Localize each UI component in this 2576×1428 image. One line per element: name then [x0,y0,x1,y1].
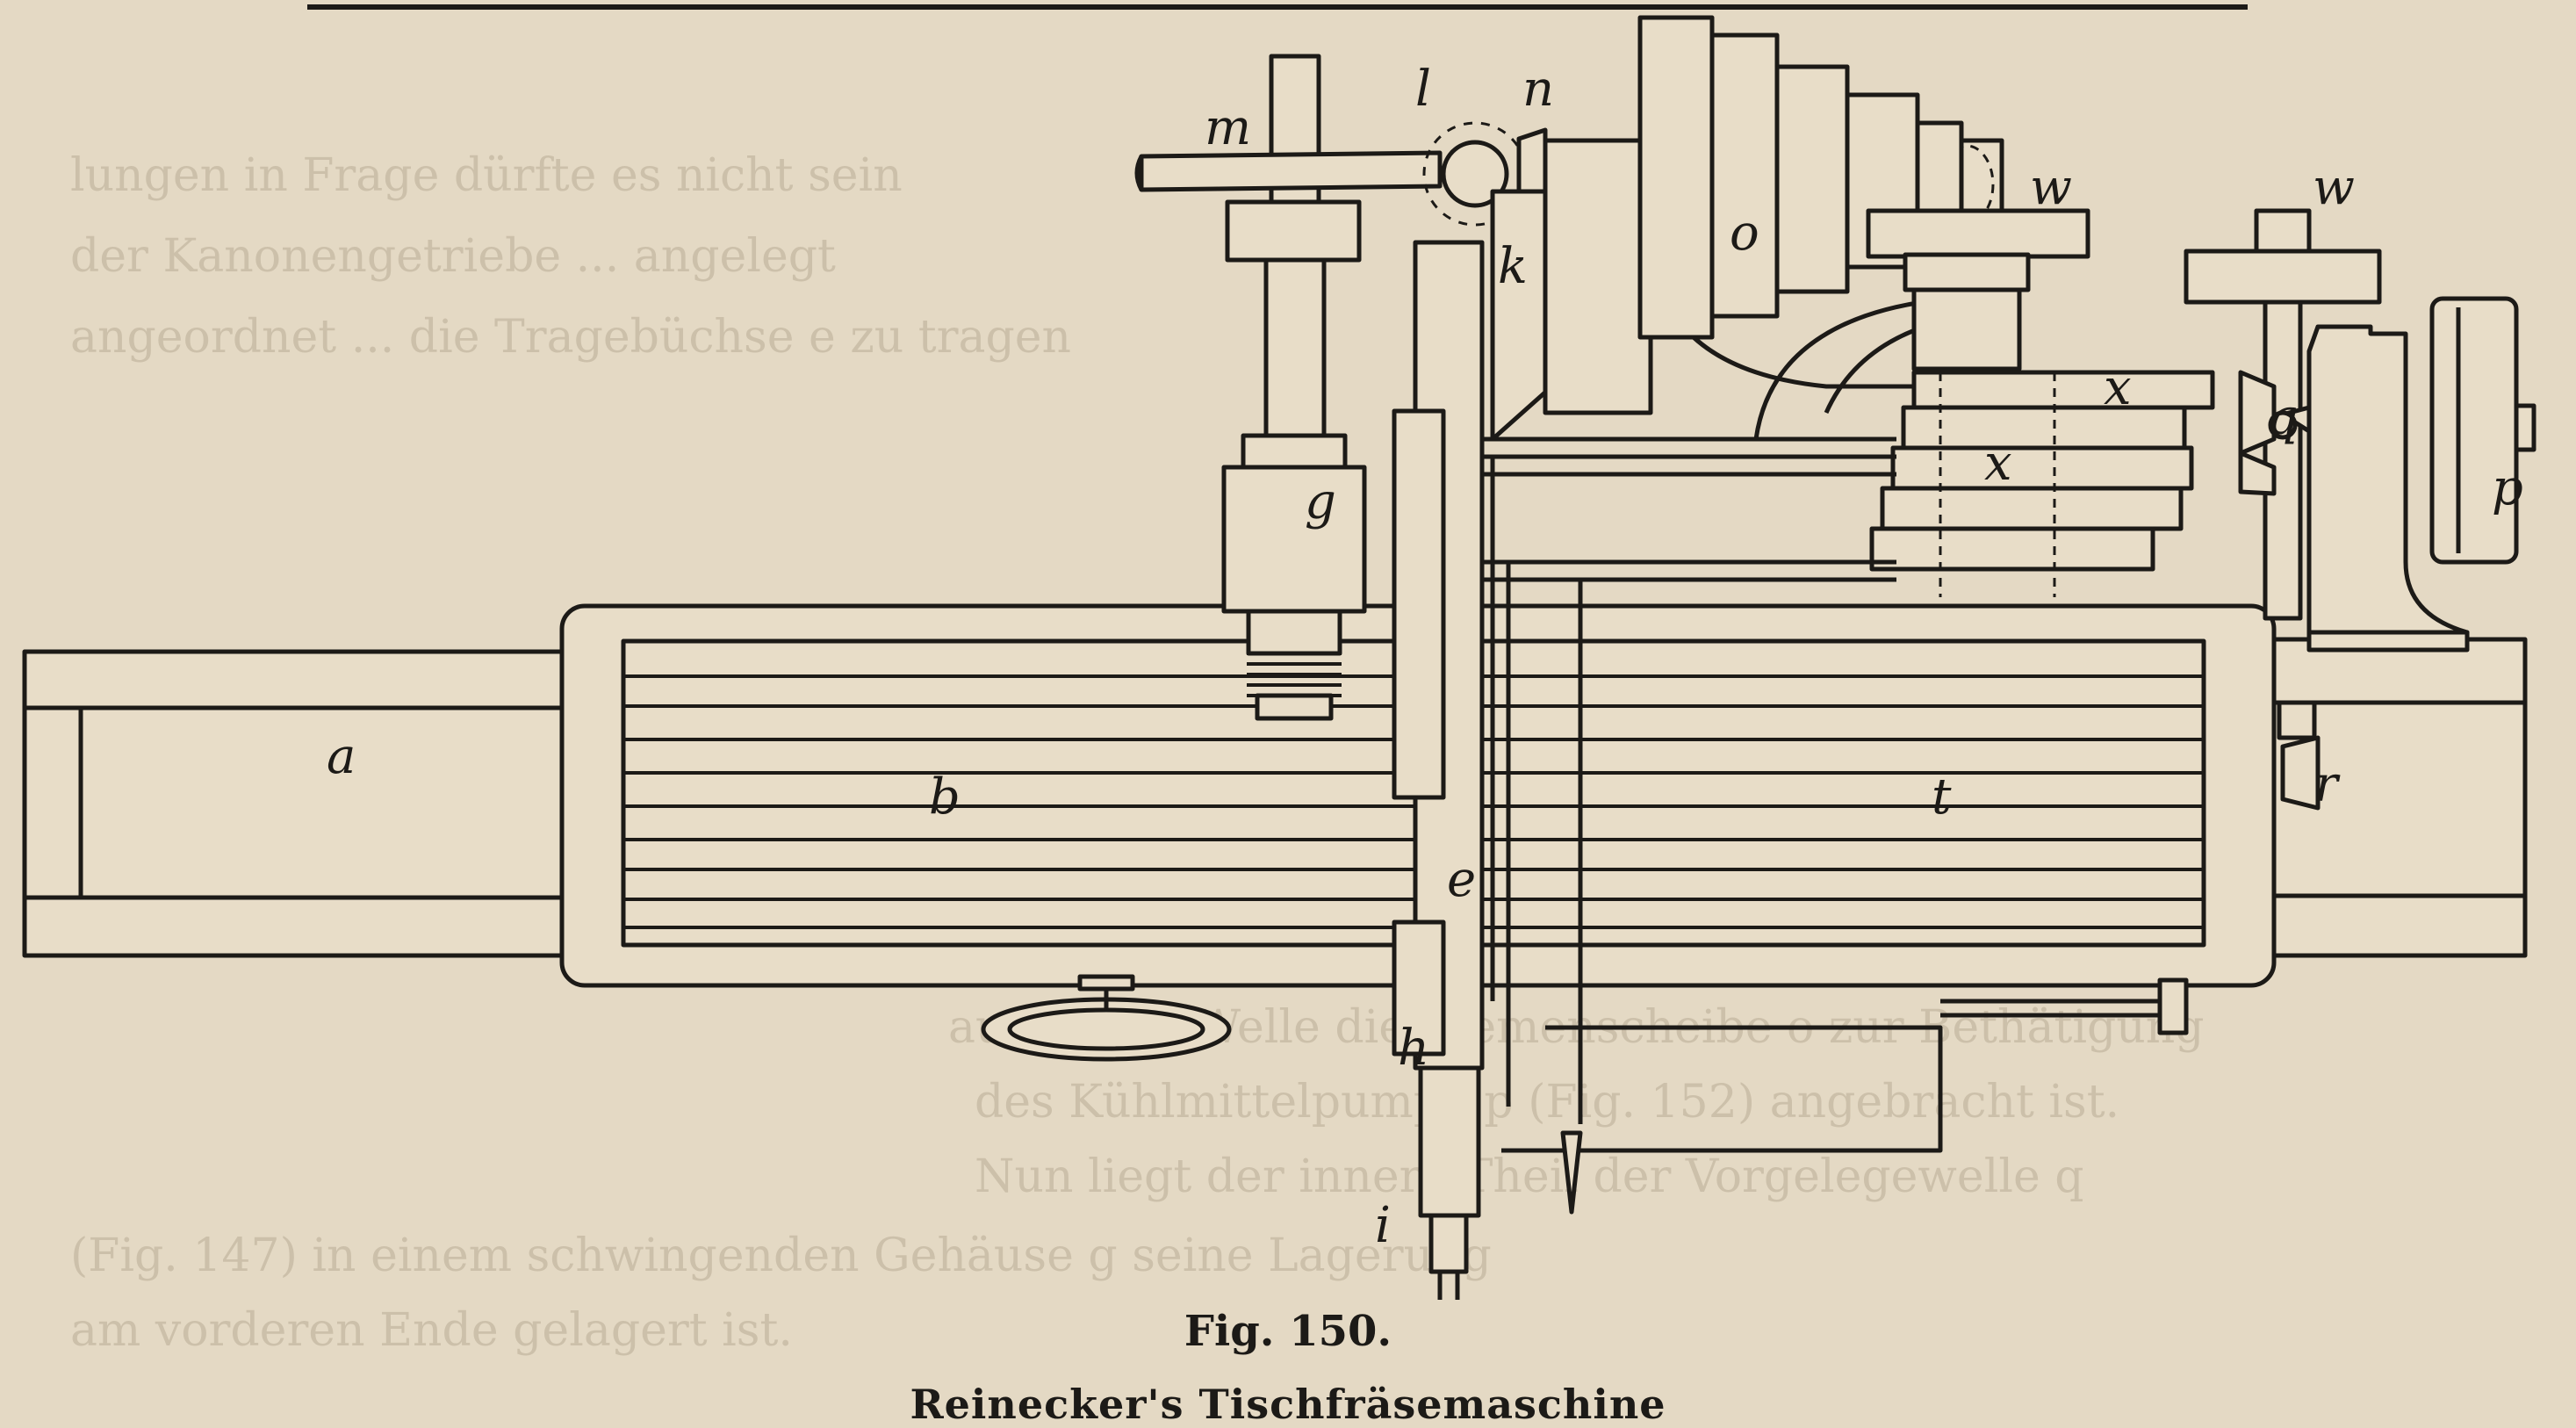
label-b: b [929,768,961,826]
cone-stack-x [1869,370,2215,597]
label-x-lower: x [1984,435,2012,492]
label-i: i [1375,1197,1391,1254]
diagram-labels: a b t e g h i k l m n o p q r w w x x [327,61,2523,1254]
gear-r [2277,700,2321,811]
handwheel [981,974,1232,1062]
bleed-through-line: (Fig. 147) in einem schwingenden Gehäuse… [70,1230,1492,1282]
label-r: r [2314,756,2341,813]
label-k: k [1498,238,1528,295]
label-o: o [1730,205,1759,262]
figure-caption: Fig. 150. [1184,1307,1392,1356]
label-x-upper: x [2104,359,2132,416]
bleed-through-line: des Kühlmittelpumpe p (Fig. 152) angebra… [975,1076,2120,1129]
label-g: g [1305,473,1336,530]
bleed-through-line: lungen in Frage dürfte es nicht sein [70,149,903,202]
label-q: q [2267,389,2299,446]
arm-m [1134,150,1443,192]
step-pulley-o [1637,15,1964,340]
bleed-through-line: angeordnet ... die Tragebüchse e zu trag… [70,311,1072,364]
bleed-through-line: am vorderen Ende gelagert ist. [70,1304,793,1357]
bleed-through-line: Nun liegt der innere Theil der Vorgelege… [975,1150,2084,1203]
cone-w-left [1866,208,2090,371]
spindle-g [1221,54,1367,721]
label-w-left: w [2030,159,2072,216]
figure-title: Reinecker's Tischfräsemaschine [910,1381,1666,1428]
bleed-through-line: der Kanonengetriebe ... angelegt [70,230,836,283]
label-n: n [1522,61,1554,118]
label-a: a [327,728,356,785]
feed-rods [1484,436,2189,1153]
label-l: l [1415,61,1431,118]
label-t: t [1932,768,1952,826]
label-p: p [2492,459,2523,516]
label-e: e [1447,851,1476,908]
label-w-right: w [2313,159,2355,216]
cone-w-right [2184,208,2382,621]
bracket-p [2306,296,2536,653]
label-h: h [1398,1020,1429,1077]
label-m: m [1205,99,1251,156]
tool-i [1418,1065,1583,1300]
